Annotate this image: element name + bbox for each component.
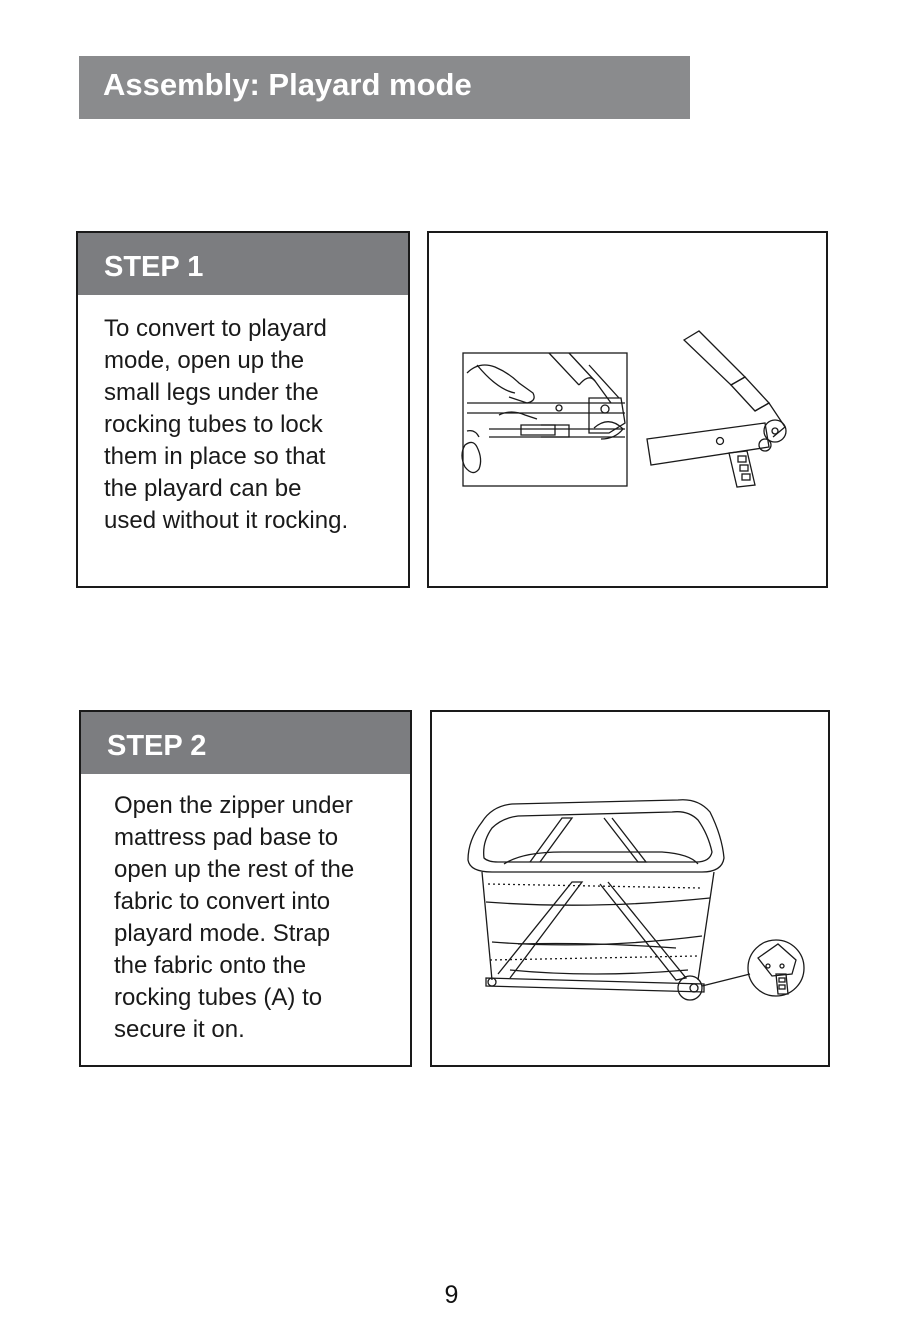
page-number: 9 <box>444 1281 459 1309</box>
leg-lock-diagram <box>461 330 787 488</box>
step-2-box: STEP 2 Open the zipper under mattress pa… <box>79 710 412 1067</box>
playard-diagram <box>467 799 805 1001</box>
detail-callout <box>747 939 805 997</box>
page-title: Assembly: Playard mode <box>79 56 690 119</box>
step-2-text: Open the zipper under mattress pad base … <box>114 792 355 1043</box>
step-1-text: To convert to playard mode, open up the … <box>104 315 349 534</box>
playard-rim <box>467 799 725 873</box>
step-2-label: STEP 2 <box>81 712 410 774</box>
step-2-illustration <box>430 710 830 1067</box>
step-1-label: STEP 1 <box>78 233 408 295</box>
detail-frame <box>462 352 628 487</box>
callout-marker <box>677 975 703 1001</box>
step-1-illustration <box>427 231 828 588</box>
step-1-box: STEP 1 To convert to playard mode, open … <box>76 231 410 588</box>
